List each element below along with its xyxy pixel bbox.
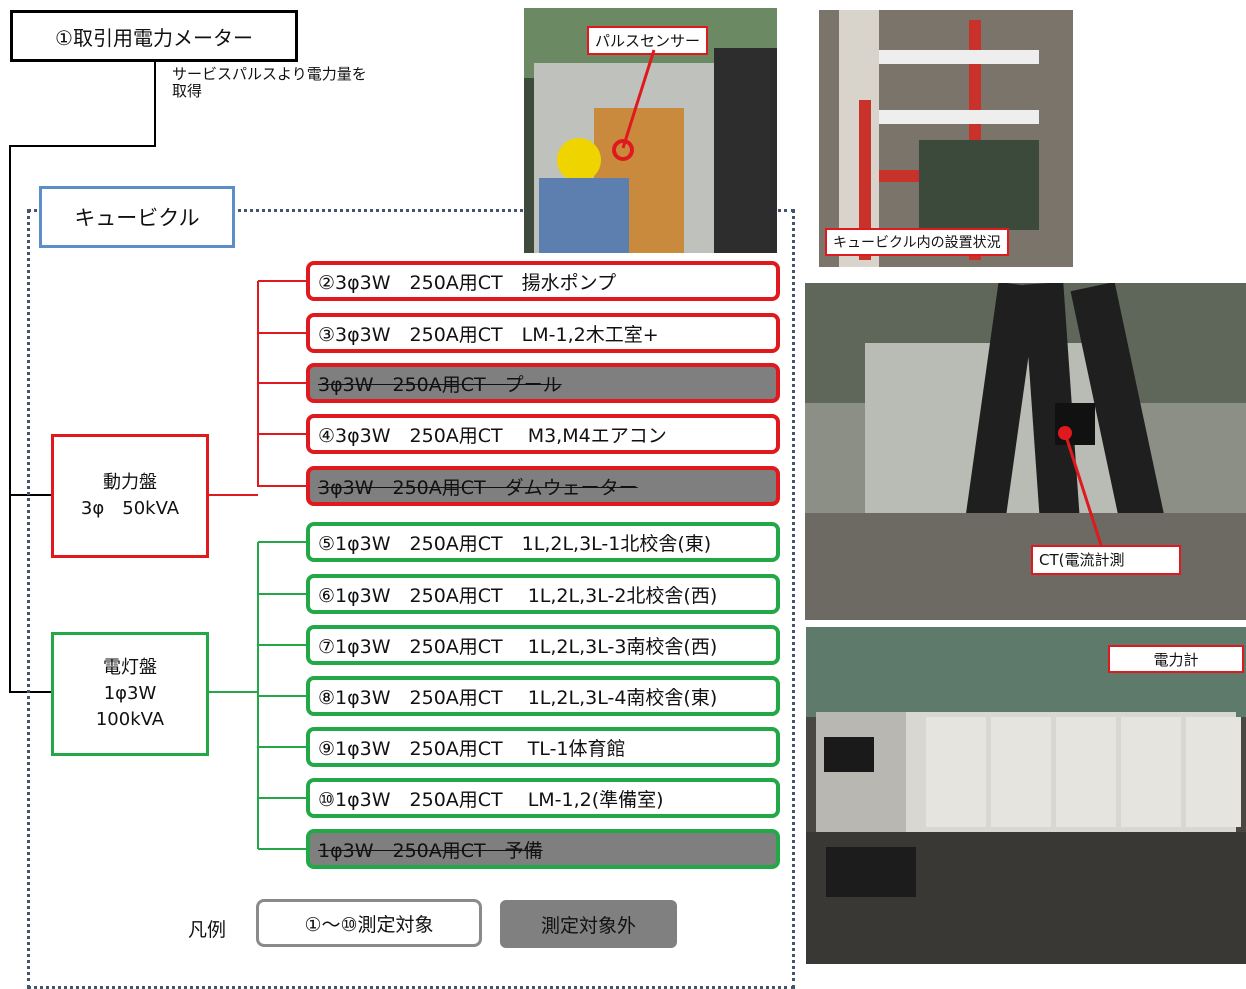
power-panel: 動力盤 3φ 50kVA	[51, 434, 209, 558]
meter-note: サービスパルスより電力量を 取得	[172, 66, 432, 100]
cubicle-install-image	[819, 10, 1073, 267]
ct-label: CT(電流計測	[1031, 545, 1181, 575]
power-meter-label: 電力計	[1108, 645, 1244, 673]
circuit-spare-excluded: 1φ3W 250A用CT 予備	[306, 829, 780, 869]
circuit-dumbwaiter-excluded: 3φ3W 250A用CT ダムウェーター	[306, 466, 780, 506]
light-panel-spec1: 1φ3W	[103, 683, 157, 704]
pulse-sensor-photo: パルスセンサー	[524, 8, 777, 253]
power-meter-image	[806, 627, 1246, 964]
pulse-sensor-pointer	[621, 49, 656, 149]
ct-image	[805, 283, 1246, 620]
light-panel-name: 電灯盤	[103, 657, 157, 678]
circuit-4-aircon: ④3φ3W 250A用CT M3,M4エアコン	[306, 414, 780, 454]
power-meter-photo: 電力計	[806, 627, 1246, 964]
power-panel-name: 動力盤	[103, 472, 157, 493]
circuit-2-pump: ②3φ3W 250A用CT 揚水ポンプ	[306, 261, 780, 301]
meter-box: ①取引用電力メーター	[10, 10, 298, 62]
circuit-10-prep-room: ⑩1φ3W 250A用CT LM-1,2(準備室)	[306, 778, 780, 818]
pulse-sensor-label: パルスセンサー	[587, 26, 709, 55]
meter-note-line1: サービスパルスより電力量を	[172, 65, 367, 83]
cubicle-install-label: キュービクル内の設置状況	[825, 228, 1009, 256]
legend-measured: ①～⑩測定対象	[256, 899, 482, 947]
meter-title: ①取引用電力メーター	[55, 25, 253, 50]
meter-note-line2: 取得	[172, 82, 203, 100]
power-panel-spec: 3φ 50kVA	[80, 498, 180, 519]
legend-label: 凡例	[188, 919, 227, 941]
ct-photo: CT(電流計測	[805, 283, 1246, 620]
circuit-7-south-west: ⑦1φ3W 250A用CT 1L,2L,3L-3南校舎(西)	[306, 625, 780, 665]
circuit-9-gym: ⑨1φ3W 250A用CT TL-1体育館	[306, 727, 780, 767]
legend-excluded-text: 測定対象外	[540, 914, 636, 937]
cubicle-install-photo: キュービクル内の設置状況	[819, 10, 1073, 267]
light-panel-spec2: 100kVA	[95, 709, 165, 730]
cubicle-label: キュービクル	[39, 186, 235, 248]
legend-measured-text: ①～⑩測定対象	[304, 913, 434, 936]
circuit-8-south-east: ⑧1φ3W 250A用CT 1L,2L,3L-4南校舎(東)	[306, 676, 780, 716]
legend-excluded: 測定対象外	[500, 900, 677, 948]
circuit-pool-excluded: 3φ3W 250A用CT プール	[306, 363, 780, 403]
circuit-6-north-west: ⑥1φ3W 250A用CT 1L,2L,3L-2北校舎(西)	[306, 574, 780, 614]
circuit-3-woodshop: ③3φ3W 250A用CT LM-1,2木工室+	[306, 313, 780, 353]
pulse-sensor-image	[524, 8, 777, 253]
light-panel: 電灯盤 1φ3W 100kVA	[51, 632, 209, 756]
connector-lines	[9, 62, 306, 850]
cubicle-label-text: キュービクル	[74, 206, 200, 230]
circuit-5-north-east: ⑤1φ3W 250A用CT 1L,2L,3L-1北校舎(東)	[306, 522, 780, 562]
